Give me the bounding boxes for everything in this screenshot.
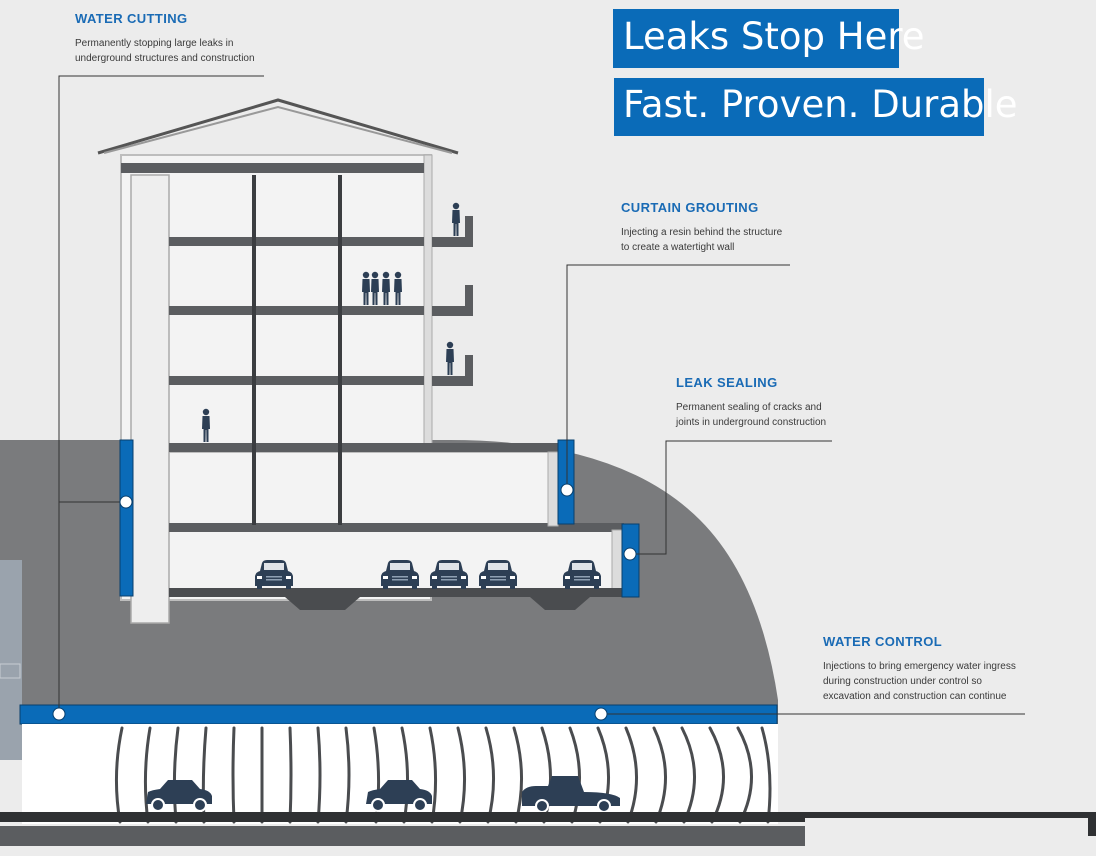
callout-lines <box>58 75 1025 715</box>
leak-sealing-desc: Permanent sealing of cracks and joints i… <box>676 402 827 428</box>
building-icon <box>97 98 625 624</box>
water-cutting-title: WATER CUTTING <box>75 11 188 26</box>
tunnel-icon <box>0 724 1096 846</box>
water-cutting-desc: Permanently stopping large leaks in unde… <box>75 38 255 64</box>
injection-points <box>52 483 637 721</box>
water-control-title: WATER CONTROL <box>823 634 943 649</box>
tagline-banner: Fast. Proven. Durable <box>614 78 1018 136</box>
curtain-grouting-label: CURTAIN GROUTING Injecting a resin behin… <box>621 200 841 255</box>
headline-banner: Leaks Stop Here <box>613 9 925 68</box>
tagline-text: Fast. Proven. Durable <box>623 83 1018 126</box>
sealing-bars <box>19 439 778 725</box>
water-cutting-label: WATER CUTTING Permanently stopping large… <box>75 11 315 66</box>
adjacent-wall <box>0 560 22 760</box>
curtain-grouting-title: CURTAIN GROUTING <box>621 200 759 215</box>
leak-sealing-label: LEAK SEALING Permanent sealing of cracks… <box>676 375 896 430</box>
curtain-grouting-desc: Injecting a resin behind the structure t… <box>621 227 783 253</box>
water-control-desc: Injections to bring emergency water ingr… <box>823 661 1016 702</box>
leak-sealing-title: LEAK SEALING <box>676 375 778 390</box>
water-control-label: WATER CONTROL Injections to bring emerge… <box>823 634 1083 704</box>
headline-text: Leaks Stop Here <box>623 15 925 58</box>
